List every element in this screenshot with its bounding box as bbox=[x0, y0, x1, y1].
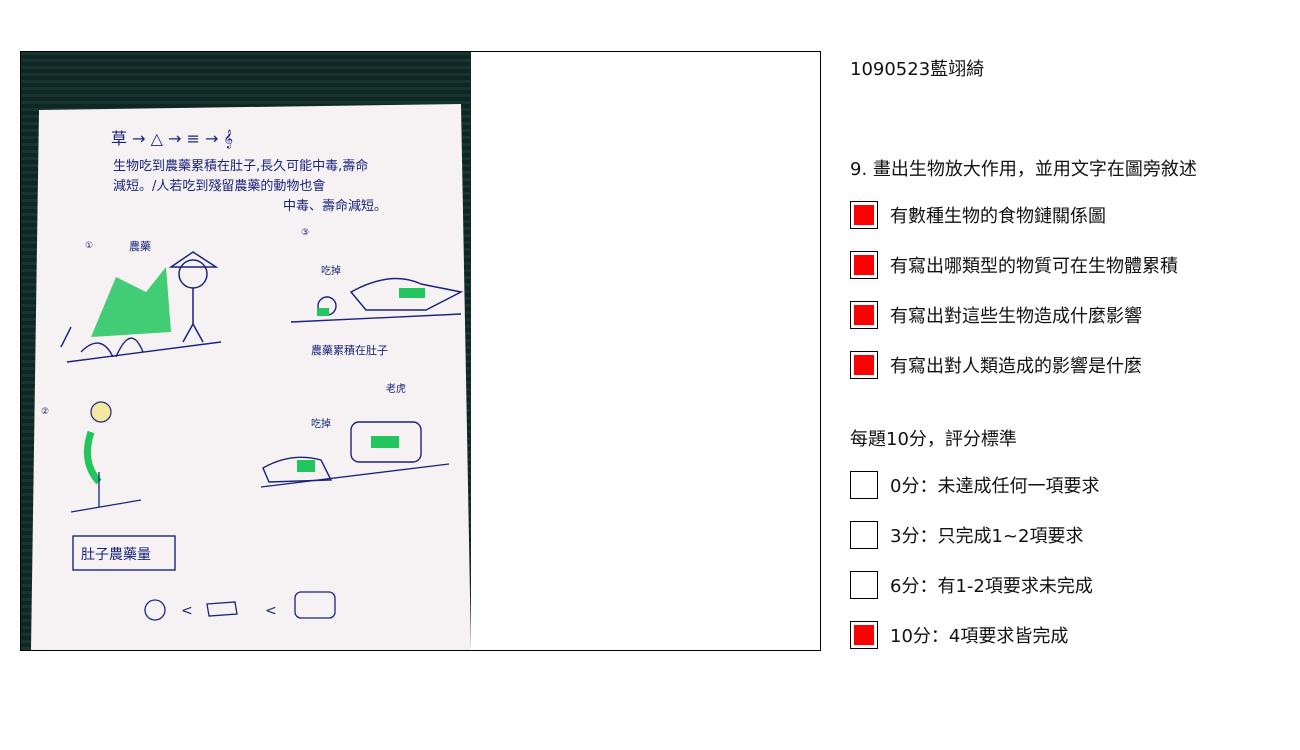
hw-line2: 生物吃到農藥累積在肚子,長久可能中毒,壽命 bbox=[113, 158, 368, 174]
score-option-label: 3分：只完成1~2項要求 bbox=[890, 526, 1084, 547]
score-option-row: 6分：有1-2項要求未完成 bbox=[850, 570, 1093, 600]
cmp-tiger bbox=[294, 591, 336, 619]
hw-tiger: 老虎 bbox=[386, 382, 406, 395]
criterion-row: 有寫出對人類造成的影響是什麼 bbox=[850, 350, 1142, 380]
checkbox[interactable] bbox=[850, 301, 878, 329]
green-stem bbox=[83, 430, 102, 485]
hw-line3: 減短。/人若吃到殘留農藥的動物也會 bbox=[113, 178, 325, 194]
student-drawing-photo: 草 → △ → ≡ → 𝄞 生物吃到農藥累積在肚子,長久可能中毒,壽命 減短。/… bbox=[21, 52, 471, 650]
checkbox-fill bbox=[854, 355, 874, 375]
bird-2 bbox=[90, 401, 112, 423]
criterion-row: 有寫出哪類型的物質可在生物體累積 bbox=[850, 250, 1178, 280]
hw-compare-2: < bbox=[265, 603, 277, 619]
checkbox-fill bbox=[854, 205, 874, 225]
crocodile-1 bbox=[349, 277, 464, 311]
student-id: 1090523藍翊綺 bbox=[850, 59, 985, 80]
checkbox[interactable] bbox=[850, 521, 878, 549]
criterion-row: 有數種生物的食物鏈關係圖 bbox=[850, 200, 1106, 230]
answer-frame: 草 → △ → ≡ → 𝄞 生物吃到農藥累積在肚子,長久可能中毒,壽命 減短。/… bbox=[20, 51, 821, 651]
checkbox[interactable] bbox=[850, 201, 878, 229]
hw-box bbox=[72, 535, 176, 571]
criterion-label: 有寫出哪類型的物質可在生物體累積 bbox=[890, 256, 1178, 277]
criterion-label: 有寫出對人類造成的影響是什麼 bbox=[890, 356, 1142, 377]
score-option-label: 0分：未達成任何一項要求 bbox=[890, 476, 1100, 497]
criterion-label: 有寫出對這些生物造成什麼影響 bbox=[890, 306, 1142, 327]
checkbox-fill bbox=[854, 625, 874, 645]
checkbox[interactable] bbox=[850, 471, 878, 499]
hw-pesticide: 農藥 bbox=[129, 239, 151, 253]
farmer-hat bbox=[168, 251, 219, 268]
score-option-label: 10分：4項要求皆完成 bbox=[890, 626, 1069, 647]
score-option-row: 3分：只完成1~2項要求 bbox=[850, 520, 1083, 550]
hw-num-1: ① bbox=[85, 241, 93, 251]
hw-num-3: ③ bbox=[301, 228, 309, 238]
hw-eat: 吃掉 bbox=[321, 264, 341, 277]
hw-compare-1: < bbox=[181, 603, 193, 619]
crocodile-2 bbox=[262, 456, 333, 483]
hw-food-chain: 草 → △ → ≡ → 𝄞 bbox=[111, 129, 233, 149]
tiger bbox=[350, 421, 422, 463]
score-option-row: 0分：未達成任何一項要求 bbox=[850, 470, 1099, 500]
checkbox-fill bbox=[854, 255, 874, 275]
score-option-row: 10分：4項要求皆完成 bbox=[850, 620, 1068, 650]
rice-plants bbox=[60, 326, 144, 358]
pesticide-spray bbox=[91, 267, 171, 337]
hw-box-label: 肚子農藥量 bbox=[81, 547, 151, 563]
croc-belly-green bbox=[399, 288, 425, 298]
checkbox[interactable] bbox=[850, 621, 878, 649]
criterion-label: 有數種生物的食物鏈關係圖 bbox=[890, 206, 1106, 227]
checkbox-fill bbox=[854, 475, 874, 495]
cmp-bird bbox=[144, 599, 166, 621]
hw-line4: 中毒、壽命減短。 bbox=[283, 198, 387, 214]
checkbox[interactable] bbox=[850, 571, 878, 599]
hw-eat2: 吃掉 bbox=[311, 417, 331, 430]
drawing-svg: 草 → △ → ≡ → 𝄞 生物吃到農藥累積在肚子,長久可能中毒,壽命 減短。/… bbox=[31, 104, 471, 650]
checkbox-fill bbox=[854, 305, 874, 325]
checkbox[interactable] bbox=[850, 251, 878, 279]
cmp-croc bbox=[206, 601, 238, 617]
checkbox[interactable] bbox=[850, 351, 878, 379]
hw-accum: 農藥累積在肚子 bbox=[311, 343, 388, 357]
checkbox-fill bbox=[854, 525, 874, 545]
scoring-heading: 每題10分，評分標準 bbox=[850, 429, 1017, 450]
hw-num-2: ② bbox=[41, 407, 49, 417]
paper-sheet bbox=[31, 104, 471, 650]
question-text: 9. 畫出生物放大作用，並用文字在圖旁敘述 bbox=[850, 159, 1197, 180]
criterion-row: 有寫出對這些生物造成什麼影響 bbox=[850, 300, 1142, 330]
checkbox-fill bbox=[854, 575, 874, 595]
score-option-label: 6分：有1-2項要求未完成 bbox=[890, 576, 1093, 597]
